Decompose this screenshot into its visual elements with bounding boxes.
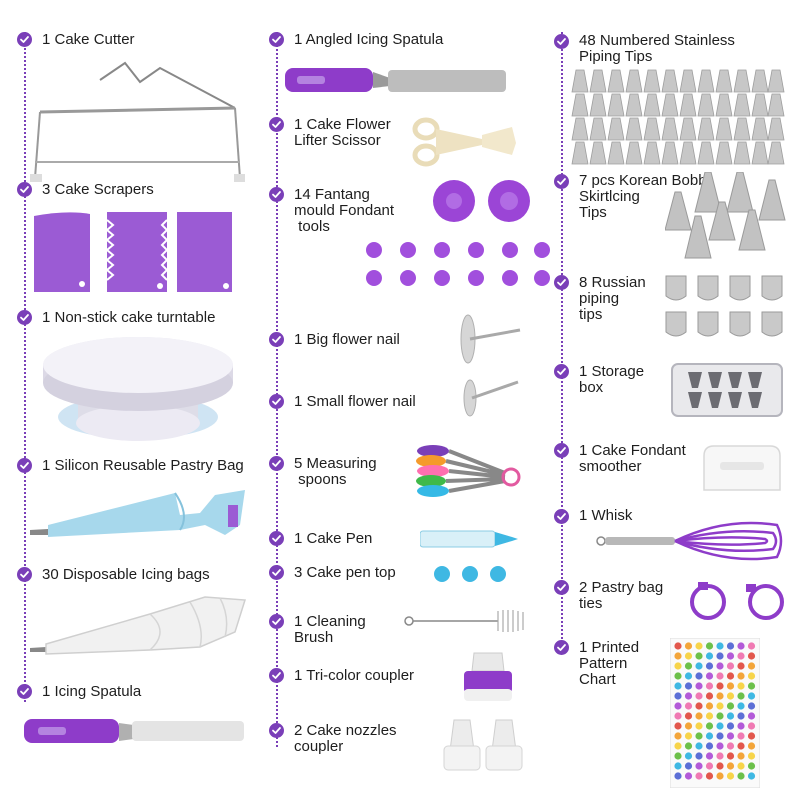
pattern-chart-icon: [670, 638, 760, 788]
cleaning-brush-icon: [404, 610, 524, 632]
check-circle-icon: [269, 531, 284, 546]
angled-spatula-icon: [285, 68, 506, 92]
pastry-bag-icon: [30, 490, 245, 537]
check-circle-icon: [554, 580, 569, 595]
item-label: 1 Printed Pattern Chart: [579, 639, 640, 688]
check-circle-icon: [269, 565, 284, 580]
piping-tips-icon: [571, 69, 785, 165]
item-label: 3 Cake pen top: [294, 564, 396, 581]
check-circle-icon: [554, 34, 569, 49]
item-label: 1 Small flower nail: [294, 393, 416, 410]
korean-tips-icon: [665, 172, 786, 259]
item-label: 1 Angled Icing Spatula: [294, 31, 444, 48]
check-circle-icon: [17, 310, 32, 325]
check-circle-icon: [17, 458, 32, 473]
turntable-icon: [43, 337, 233, 441]
item-label: 1 Icing Spatula: [42, 683, 142, 700]
check-circle-icon: [269, 456, 284, 471]
check-circle-icon: [17, 182, 32, 197]
item-label: 3 Cake Scrapers: [42, 181, 154, 198]
item-label: 7 pcs Korean Bobbi Skirtlcing Tips: [579, 172, 710, 221]
item-label: 8 Russian piping tips: [579, 274, 646, 323]
item-label: 1 Storage box: [579, 363, 645, 396]
small-flower-nail-icon: [463, 379, 519, 417]
item-label: 1 Cake Fondant smoother: [579, 442, 686, 475]
cake-scrapers-icon: [34, 212, 232, 292]
item-label: 1 Cake Flower Lifter Scissor: [294, 116, 391, 149]
item-label: 2 Cake nozzles coupler: [294, 722, 397, 755]
item-label: 1 Cake Pen: [294, 530, 373, 547]
nozzle-coupler-icon: [443, 719, 523, 771]
flower-scissor-icon: [412, 117, 516, 167]
check-circle-icon: [554, 364, 569, 379]
check-circle-icon: [17, 567, 32, 582]
cake-pen-icon: [420, 530, 518, 548]
item-label: 14 Fantang mould Fondant tools: [294, 186, 395, 235]
check-circle-icon: [554, 443, 569, 458]
big-flower-nail-icon: [460, 314, 521, 364]
russian-tips-icon: [665, 275, 783, 337]
item-label: 1 Cleaning Brush: [294, 613, 366, 646]
column-3-guide-line: [561, 32, 563, 647]
check-circle-icon: [17, 32, 32, 47]
check-circle-icon: [554, 640, 569, 655]
item-label: 1 Big flower nail: [294, 331, 400, 348]
cake-cutter-icon: [30, 61, 245, 182]
item-label: 30 Disposable Icing bags: [42, 566, 210, 583]
item-label: 48 Numbered Stainless Piping Tips: [579, 32, 735, 65]
item-label: 2 Pastry bag ties: [579, 579, 664, 612]
fondant-smoother-icon: [703, 445, 781, 491]
check-circle-icon: [554, 174, 569, 189]
check-circle-icon: [269, 614, 284, 629]
check-circle-icon: [269, 394, 284, 409]
storage-box-icon: [671, 363, 783, 417]
bag-ties-icon: [690, 582, 784, 620]
whisk-icon: [596, 521, 783, 561]
check-circle-icon: [554, 275, 569, 290]
item-label: 1 Whisk: [579, 507, 633, 524]
disposable-bag-icon: [30, 596, 246, 655]
check-circle-icon: [554, 509, 569, 524]
fondant-tools-icon: [366, 180, 550, 286]
check-circle-icon: [269, 668, 284, 683]
icing-spatula-icon: [24, 719, 244, 743]
item-label: 1 Non-stick cake turntable: [42, 309, 216, 326]
check-circle-icon: [269, 723, 284, 738]
check-circle-icon: [269, 117, 284, 132]
item-label: 5 Measuring spoons: [294, 455, 377, 488]
check-circle-icon: [17, 684, 32, 699]
item-label: 1 Tri-color coupler: [294, 667, 415, 684]
item-label: 1 Cake Cutter: [42, 31, 135, 48]
measuring-spoons-icon: [416, 445, 521, 497]
check-circle-icon: [269, 187, 284, 202]
check-circle-icon: [269, 32, 284, 47]
item-label: 1 Silicon Reusable Pastry Bag: [42, 457, 244, 474]
check-circle-icon: [269, 332, 284, 347]
tricolor-coupler-icon: [464, 652, 512, 701]
cake-pen-tops-icon: [434, 566, 506, 582]
column-2-guide-line: [276, 32, 278, 747]
column-1-guide-line: [24, 32, 26, 702]
